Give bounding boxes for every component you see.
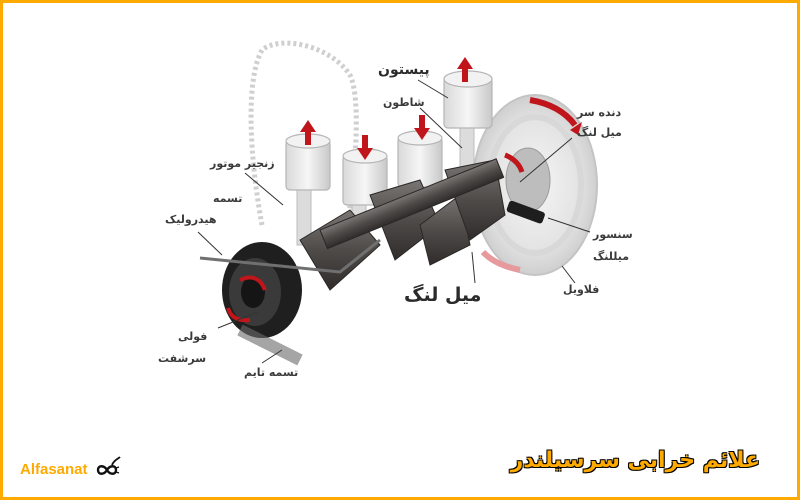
motion-arrows xyxy=(226,57,582,323)
label-crank-gear-line2: میل لنگ xyxy=(577,126,622,139)
label-crankshaft: میل لنگ xyxy=(404,284,482,306)
leader-lines xyxy=(197,79,591,364)
timing-chain xyxy=(248,40,359,241)
timing-belt xyxy=(237,324,303,366)
crank-pulley xyxy=(222,242,302,338)
label-pulley-line2: سرشفت xyxy=(158,352,207,365)
label-crank-gear-line1: دنده سر xyxy=(577,106,622,119)
brand-name: Alfasanat xyxy=(20,461,88,478)
hydraulic-belt xyxy=(199,238,381,274)
page-title: علائم خرابی سرسیلندر xyxy=(510,448,760,473)
label-hydraulic-belt-line1: تسمه xyxy=(213,192,243,205)
pistons xyxy=(285,70,493,206)
crank-sensor xyxy=(506,200,545,224)
label-flywheel: فلاویل xyxy=(563,283,600,296)
label-hydraulic-belt-line2: هیدرولیک xyxy=(165,213,217,226)
dragon-logo-icon xyxy=(94,456,122,483)
label-piston: پیستون xyxy=(378,62,430,78)
brand-logo[interactable]: Alfasanat xyxy=(20,456,122,483)
label-pulley-line1: فولی xyxy=(178,330,208,343)
crankshaft xyxy=(299,158,506,291)
label-crank-sensor-line2: میللنگ xyxy=(593,250,630,263)
label-timing-belt: تسمه تایم xyxy=(244,366,299,379)
label-engine-chain: زنجیر موتور xyxy=(210,157,275,170)
label-crank-sensor-line1: سنسور xyxy=(593,228,633,241)
label-connecting-rod: شاطون xyxy=(383,96,425,109)
